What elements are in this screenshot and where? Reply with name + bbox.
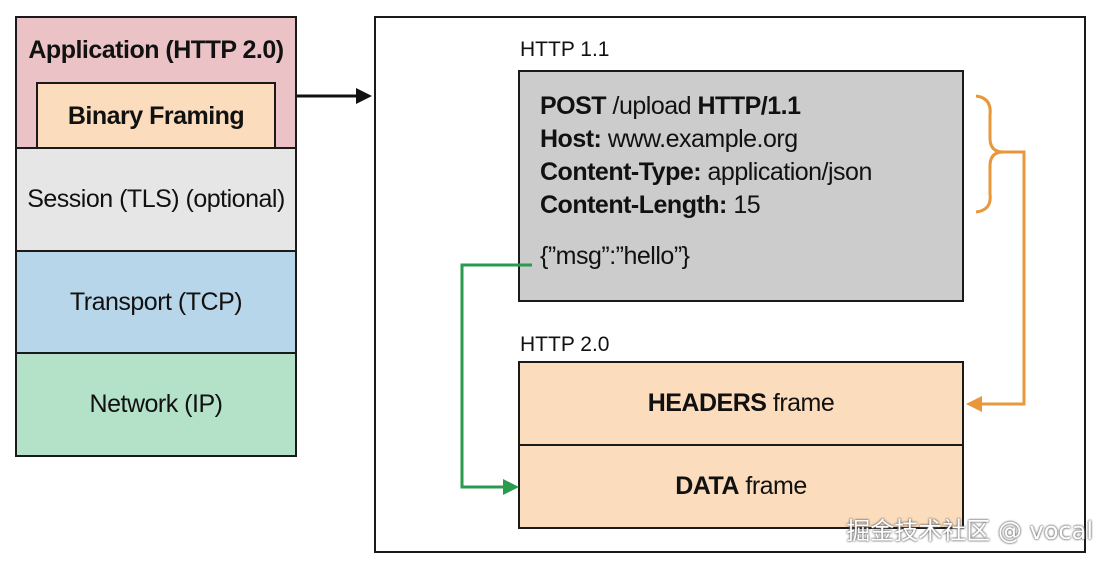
header-value: 15 xyxy=(726,191,761,219)
header-content-type: Content-Type: application/json xyxy=(540,156,962,189)
request-version: HTTP/1.1 xyxy=(697,92,801,120)
binary-framing-label: Binary Framing xyxy=(67,101,245,130)
data-frame-key: DATA xyxy=(675,472,739,500)
header-value: www.example.org xyxy=(601,125,798,153)
http11-heading: HTTP 1.1 xyxy=(520,38,610,61)
data-frame: DATA frame xyxy=(518,444,964,529)
data-arrow xyxy=(460,263,532,495)
header-value: application/json xyxy=(701,158,873,186)
header-content-length: Content-Length: 15 xyxy=(540,189,962,222)
application-layer-label: Application (HTTP 2.0) xyxy=(28,36,284,64)
session-layer-label: Session (TLS) (optional) xyxy=(27,185,285,213)
header-key: Content-Length: xyxy=(540,191,727,219)
detail-panel xyxy=(374,16,1086,553)
http11-request-box: POST /upload HTTP/1.1 Host: www.example.… xyxy=(518,70,964,302)
header-key: Content-Type: xyxy=(540,158,702,186)
headers-arrow xyxy=(966,150,1026,412)
request-line: POST /upload HTTP/1.1 xyxy=(540,90,962,123)
network-layer: Network (IP) xyxy=(15,352,297,457)
headers-brace xyxy=(975,94,1004,214)
stack-to-panel-arrow xyxy=(297,88,372,104)
data-frame-label: frame xyxy=(738,472,807,500)
network-layer-label: Network (IP) xyxy=(89,390,223,418)
header-key: Host: xyxy=(540,125,602,153)
transport-layer-label: Transport (TCP) xyxy=(69,287,243,316)
watermark: 掘金技术社区 @ vocal xyxy=(846,517,1093,545)
request-method: POST xyxy=(540,92,607,120)
headers-frame-key: HEADERS xyxy=(647,389,767,417)
transport-layer: Transport (TCP) xyxy=(15,250,297,354)
request-body: {”msg”:”hello”} xyxy=(540,242,690,270)
header-host: Host: www.example.org xyxy=(540,123,962,156)
binary-framing-layer: Binary Framing xyxy=(36,82,276,148)
headers-frame-label: frame xyxy=(766,389,835,417)
request-path: /upload xyxy=(606,92,698,120)
http20-heading: HTTP 2.0 xyxy=(520,333,610,356)
